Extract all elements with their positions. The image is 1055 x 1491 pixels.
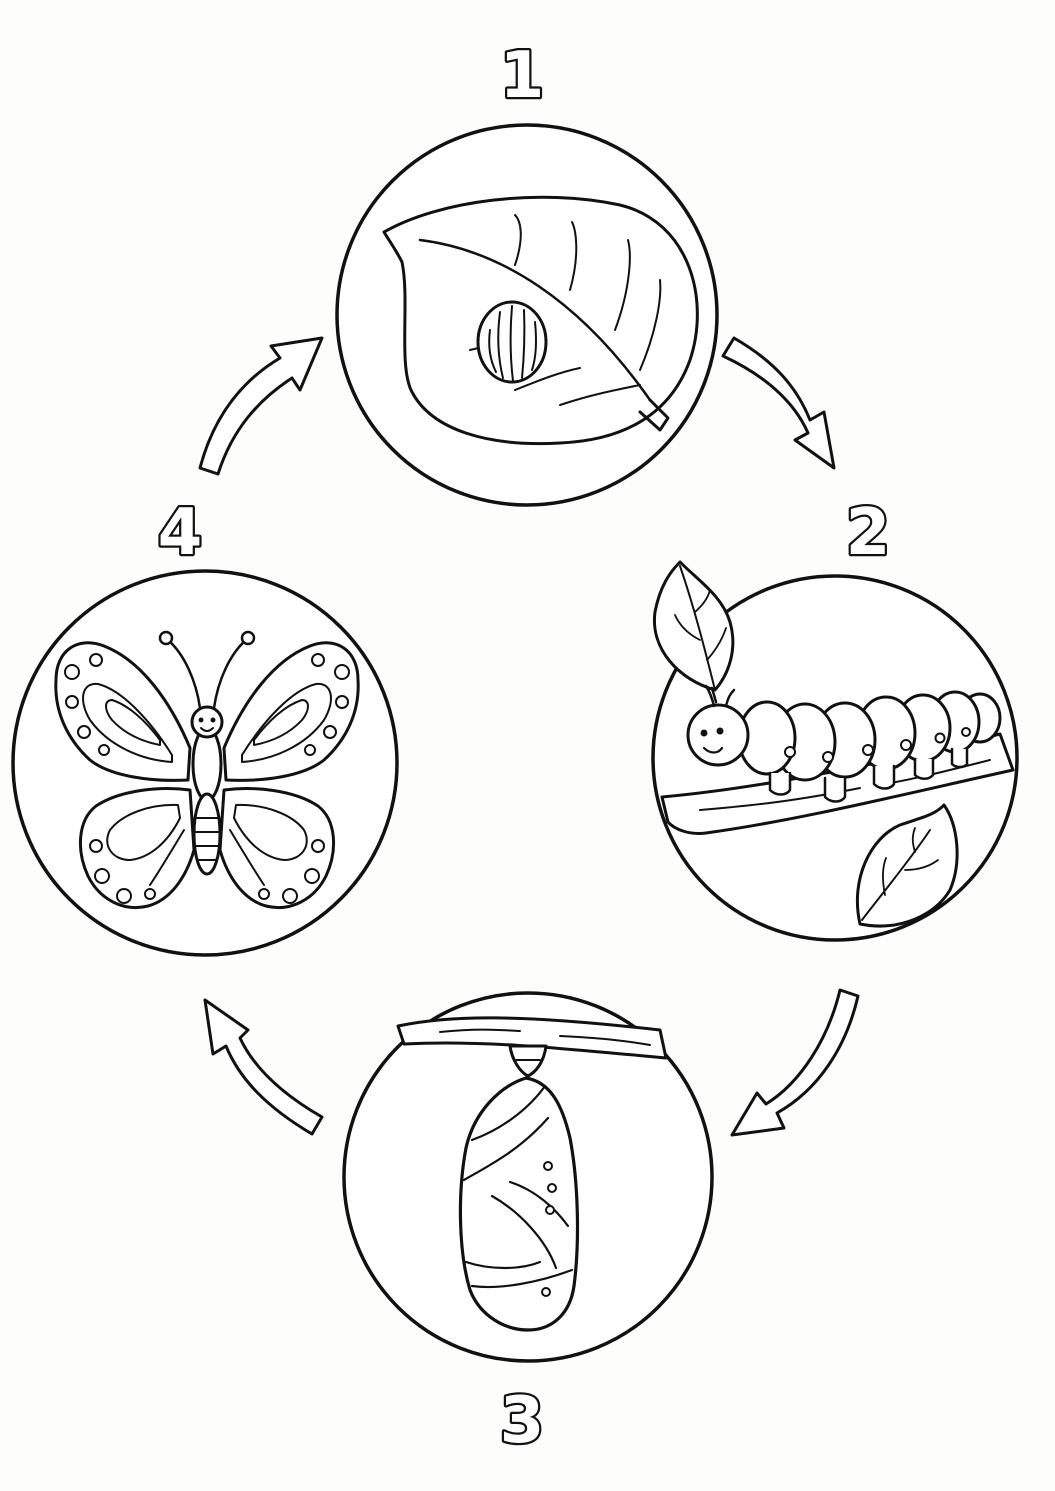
butterfly-icon	[54, 630, 360, 909]
stage-number-2: 2	[846, 496, 891, 570]
stage-number-1: 1	[500, 39, 545, 113]
stage-2-caterpillar-panel	[651, 560, 1019, 942]
egg	[476, 300, 548, 384]
stage-1-egg-panel	[335, 123, 719, 507]
caterpillar-head	[686, 703, 750, 767]
stage-4-butterfly-panel	[11, 569, 399, 957]
caterpillar-on-branch-icon	[652, 560, 1015, 928]
stage-number-4: 4	[158, 496, 203, 570]
cycle-arrow-2-to-3	[730, 988, 860, 1137]
butterfly-egg-on-leaf-icon	[382, 195, 699, 446]
cycle-arrow-1-to-2	[721, 336, 836, 470]
stage-3-chrysalis-panel	[342, 991, 714, 1363]
chrysalis-hanging-icon	[396, 1016, 668, 1332]
cycle-arrow-3-to-4	[203, 998, 324, 1136]
stage-number-3: 3	[500, 1384, 545, 1458]
cycle-arrow-4-to-1	[198, 336, 324, 476]
